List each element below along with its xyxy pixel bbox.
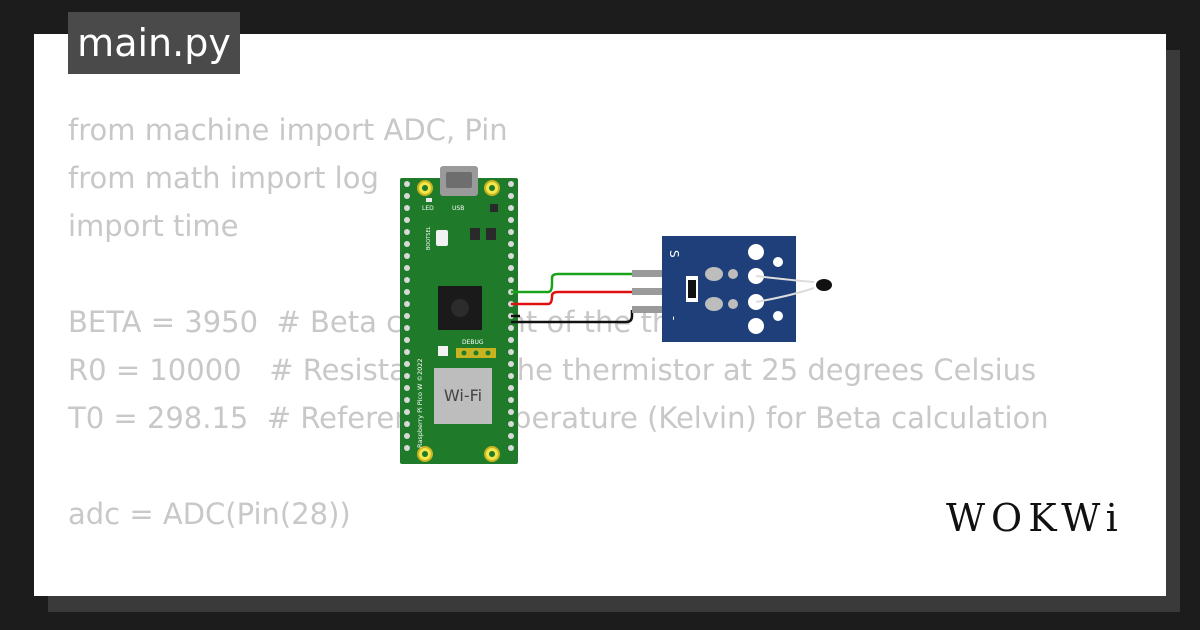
wire-black[interactable]	[511, 310, 634, 324]
circuit-diagram: LED USB BOOTSEL DEBUG Wi-Fi Raspberry Pi…	[400, 166, 832, 464]
pin-s-label: S	[667, 250, 681, 258]
wifi-module	[434, 368, 492, 424]
wifi-label: Wi-Fi	[444, 386, 482, 405]
code-line: import time	[68, 209, 239, 243]
code-line: def read_temperature():	[68, 586, 1049, 596]
code-line: from math import log	[68, 161, 379, 195]
bootsel-button[interactable]	[436, 230, 448, 246]
left-header-pins	[404, 181, 410, 451]
code-line: from machine import ADC, Pin	[68, 113, 508, 147]
code-line: T0 = 298.15 # Reference temperature (Kel…	[68, 401, 1049, 435]
pico-w-board[interactable]: LED USB BOOTSEL DEBUG Wi-Fi Raspberry Pi…	[400, 166, 518, 464]
code-line: adc = ADC(Pin(28))	[68, 497, 351, 531]
led-label: LED	[422, 205, 434, 212]
code-card: from machine import ADC, Pin from math im…	[34, 34, 1166, 596]
wire-green[interactable]	[511, 272, 632, 294]
bootsel-label: BOOTSEL	[426, 226, 432, 250]
file-tab-label: main.py	[77, 21, 231, 65]
usb-label: USB	[452, 205, 464, 212]
code-line	[68, 538, 1049, 586]
debug-label: DEBUG	[462, 339, 484, 346]
thermistor-bead	[816, 279, 832, 291]
logo-text: WOKWi	[946, 496, 1124, 540]
led	[426, 198, 432, 202]
wire-red[interactable]	[511, 290, 632, 306]
board-silkscreen: Raspberry Pi Pico W ©2022	[416, 358, 424, 448]
file-tab[interactable]: main.py	[68, 12, 240, 74]
code-editor[interactable]: from machine import ADC, Pin from math im…	[68, 106, 1049, 596]
sensor-header-pins	[632, 270, 668, 313]
ntc-temperature-sensor[interactable]: S -	[662, 236, 832, 342]
wires	[511, 272, 634, 324]
wokwi-logo: WOKWi	[946, 496, 1118, 540]
pin-minus-label: -	[667, 316, 681, 320]
